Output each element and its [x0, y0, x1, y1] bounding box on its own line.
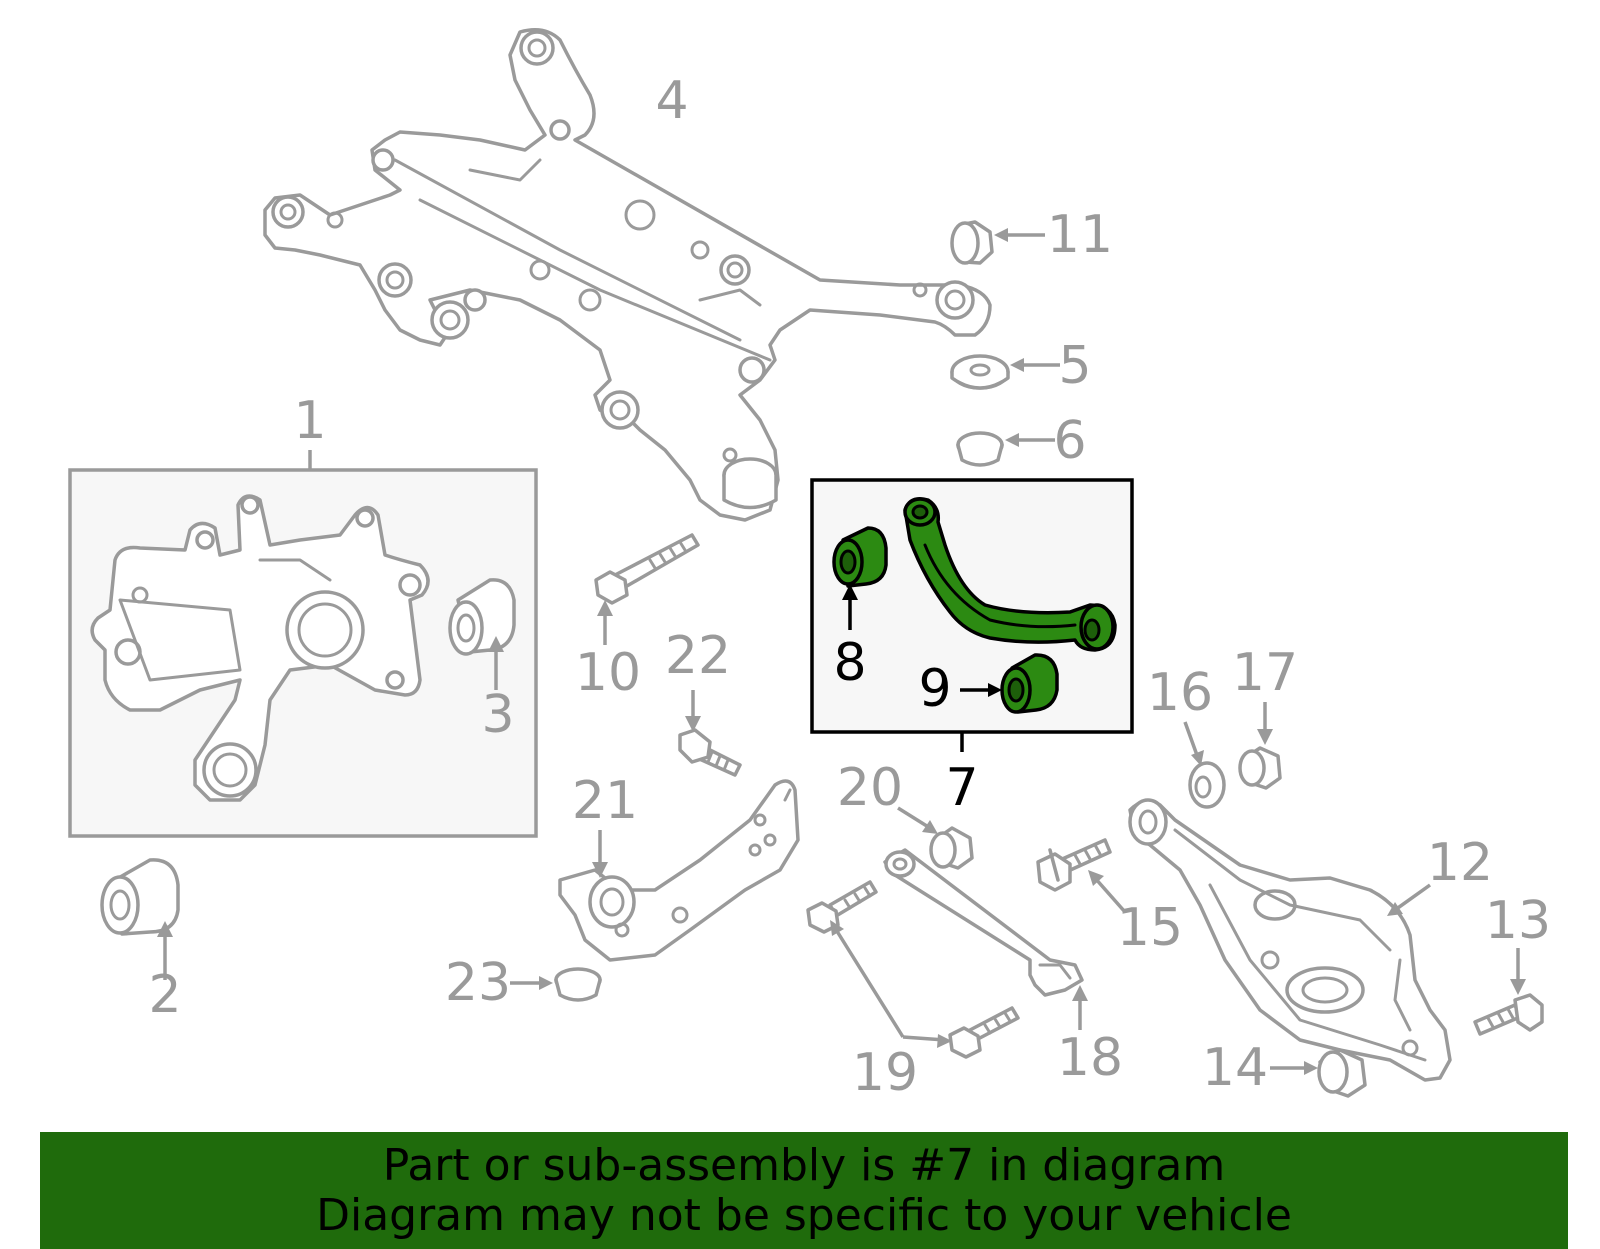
- part-19-bolt-lower: [948, 1006, 1020, 1059]
- part-15-bolt: [1036, 838, 1112, 892]
- part-18-link: [883, 848, 1084, 997]
- callout-7: 7: [945, 758, 978, 818]
- banner-line-1: Part or sub-assembly is #7 in diagram: [382, 1139, 1226, 1191]
- callout-4: 4: [655, 71, 688, 131]
- part-2-bushing: [100, 858, 180, 936]
- part-20-nut: [929, 826, 974, 870]
- callout-13: 13: [1485, 891, 1551, 951]
- part-23-nut: [554, 967, 602, 1002]
- part-4-crossmember: [263, 28, 992, 522]
- part-13-bolt: [1473, 993, 1544, 1036]
- callout-2: 2: [148, 965, 181, 1025]
- callout-6: 6: [1053, 411, 1086, 471]
- part-16-washer: [1188, 761, 1226, 809]
- callout-11: 11: [1047, 205, 1113, 265]
- part-21-arm: [558, 779, 800, 962]
- callout-9: 9: [918, 659, 951, 719]
- part-1-knuckle: [90, 494, 430, 802]
- callout-22: 22: [665, 626, 731, 686]
- callout-14: 14: [1202, 1038, 1268, 1098]
- callout-1: 1: [293, 391, 326, 451]
- callout-3: 3: [481, 685, 514, 745]
- callout-21: 21: [572, 771, 638, 831]
- part-3-bushing: [448, 578, 516, 656]
- callout-19: 19: [852, 1043, 918, 1103]
- callout-8: 8: [833, 633, 866, 693]
- part-14-nut: [1317, 1048, 1367, 1098]
- part-12-lower-arm: [1128, 798, 1452, 1082]
- banner-line-2: Diagram may not be specific to your vehi…: [316, 1189, 1292, 1241]
- part-8-bushing: [832, 526, 888, 588]
- part-19-bolt-upper: [806, 880, 878, 934]
- callout-17: 17: [1232, 643, 1298, 703]
- part-17-nut: [1238, 746, 1282, 790]
- part-10-bolt: [594, 533, 700, 605]
- part-5-washer: [950, 354, 1010, 390]
- callout-12: 12: [1427, 833, 1493, 893]
- callout-18: 18: [1057, 1028, 1123, 1088]
- callout-20: 20: [837, 758, 903, 818]
- part-6-nut: [956, 431, 1004, 467]
- part-9-bushing: [1000, 653, 1059, 714]
- callout-16: 16: [1147, 663, 1213, 723]
- part-22-bolt: [678, 728, 742, 777]
- callout-23: 23: [445, 953, 511, 1013]
- callout-5: 5: [1058, 336, 1091, 396]
- callout-10: 10: [575, 643, 641, 703]
- part-7-control-arm: [903, 497, 1117, 652]
- callout-15: 15: [1117, 898, 1183, 958]
- part-11-nut: [950, 220, 994, 265]
- notice-banner: Part or sub-assembly is #7 in diagram Di…: [40, 1132, 1568, 1249]
